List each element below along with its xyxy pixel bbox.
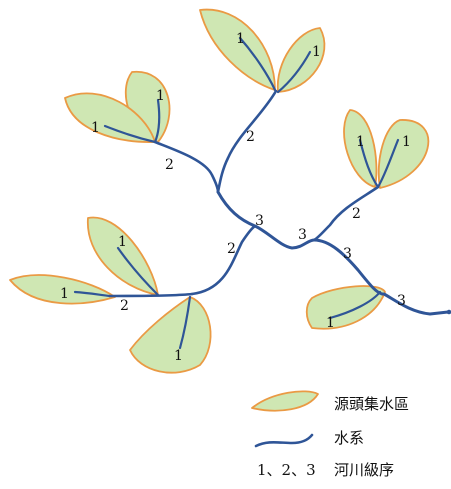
river-order1-top-right — [276, 50, 312, 94]
basin-top-right — [276, 27, 326, 93]
order-label: 1 — [402, 134, 411, 150]
river-order1-left-lower — [73, 290, 112, 298]
order-label: 1 — [174, 348, 183, 364]
order-label: 1 — [236, 31, 245, 47]
order-label: 1 — [326, 315, 335, 331]
river-order2-left-upper — [153, 140, 220, 194]
river-order1-right-a — [358, 138, 380, 189]
river-order3-main — [216, 190, 450, 316]
order-label: 3 — [343, 246, 352, 262]
legend-river-label: 水系 — [334, 429, 364, 447]
order-label: 3 — [298, 227, 307, 243]
order-label: 3 — [397, 293, 406, 309]
river-order1-left-a — [153, 98, 161, 144]
order-label: 2 — [165, 157, 174, 173]
order-label: 3 — [255, 213, 264, 229]
basin-right-b — [377, 119, 430, 189]
river-outlet — [446, 309, 451, 315]
stream-order-labels: 1 1 1 1 1 1 1 1 1 1 2 2 2 2 2 3 3 3 3 — [60, 31, 411, 364]
order-label: 1 — [60, 286, 69, 302]
order-label: 2 — [227, 241, 236, 257]
river-order2-left-lower — [108, 292, 194, 298]
order-label: 2 — [120, 298, 129, 314]
order-label: 1 — [356, 134, 365, 150]
order-label: 1 — [312, 44, 321, 60]
river-order1-bottom-right — [328, 290, 382, 320]
basin-bottom-center — [129, 296, 212, 374]
river-order1-left-b — [103, 124, 157, 144]
legend: 源頭集水區 水系 1、2、3 河川級序 — [251, 390, 409, 479]
legend-basin-swatch — [251, 390, 319, 412]
legend-basin-label: 源頭集水區 — [334, 395, 409, 413]
order-label: 1 — [91, 120, 100, 136]
basin-top-left — [199, 8, 276, 91]
order-label: 1 — [118, 234, 127, 250]
basin-bottom-right — [305, 285, 386, 330]
river-order1-bottom-center — [178, 295, 192, 350]
legend-river-swatch — [254, 433, 314, 448]
river-order2-middle — [190, 224, 257, 296]
river-network — [73, 36, 451, 350]
order-label: 2 — [352, 206, 361, 222]
river-order2-top — [216, 89, 278, 194]
order-label: 2 — [246, 129, 255, 145]
order-label: 1 — [156, 88, 165, 104]
river-order1-right-b — [376, 138, 400, 189]
river-order2-right — [312, 185, 380, 242]
river-order1-top-left — [238, 36, 277, 92]
legend-order-label: 河川級序 — [334, 461, 394, 479]
river-order1-left-middle — [116, 246, 160, 297]
legend-order-symbol: 1、2、3 — [257, 461, 316, 479]
